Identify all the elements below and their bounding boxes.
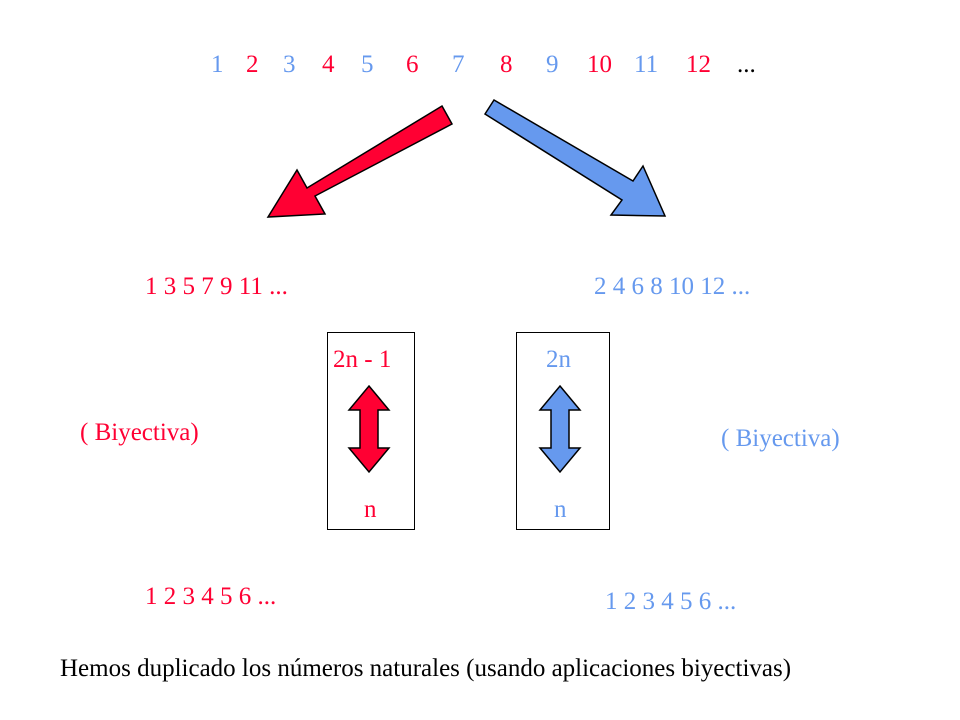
left-double-arrow bbox=[347, 384, 391, 474]
top-sequence-item: 10 bbox=[587, 51, 612, 78]
left-bijective-label: ( Biyectiva) bbox=[80, 419, 199, 446]
right-blue-arrow bbox=[483, 98, 667, 217]
top-sequence-item: 7 bbox=[452, 51, 465, 78]
top-sequence-item: 5 bbox=[361, 51, 374, 78]
right-box-n: n bbox=[554, 496, 567, 523]
top-sequence-item: 9 bbox=[546, 51, 559, 78]
top-sequence-item: 1 bbox=[211, 51, 224, 78]
left-red-arrow bbox=[266, 104, 454, 218]
caption: Hemos duplicado los números naturales (u… bbox=[60, 655, 792, 682]
right-box-formula: 2n bbox=[546, 346, 571, 373]
left-box-n: n bbox=[364, 496, 377, 523]
top-sequence-item: 6 bbox=[406, 51, 419, 78]
top-sequence-item: 11 bbox=[634, 51, 659, 78]
top-sequence-item: 12 bbox=[686, 51, 711, 78]
top-sequence-item: 8 bbox=[500, 51, 513, 78]
top-sequence-item: 3 bbox=[283, 51, 296, 78]
right-double-arrow bbox=[538, 384, 582, 474]
top-sequence-item: 4 bbox=[322, 51, 335, 78]
even-sequence: 2 4 6 8 10 12 ... bbox=[594, 273, 751, 300]
top-sequence-item: 2 bbox=[246, 51, 259, 78]
right-naturals: 1 2 3 4 5 6 ... bbox=[605, 588, 737, 615]
right-bijective-label: ( Biyectiva) bbox=[721, 425, 840, 452]
left-box-formula: 2n - 1 bbox=[333, 346, 392, 373]
odd-sequence: 1 3 5 7 9 11 ... bbox=[145, 273, 288, 300]
left-naturals: 1 2 3 4 5 6 ... bbox=[145, 583, 277, 610]
top-sequence-item: ... bbox=[737, 51, 756, 78]
